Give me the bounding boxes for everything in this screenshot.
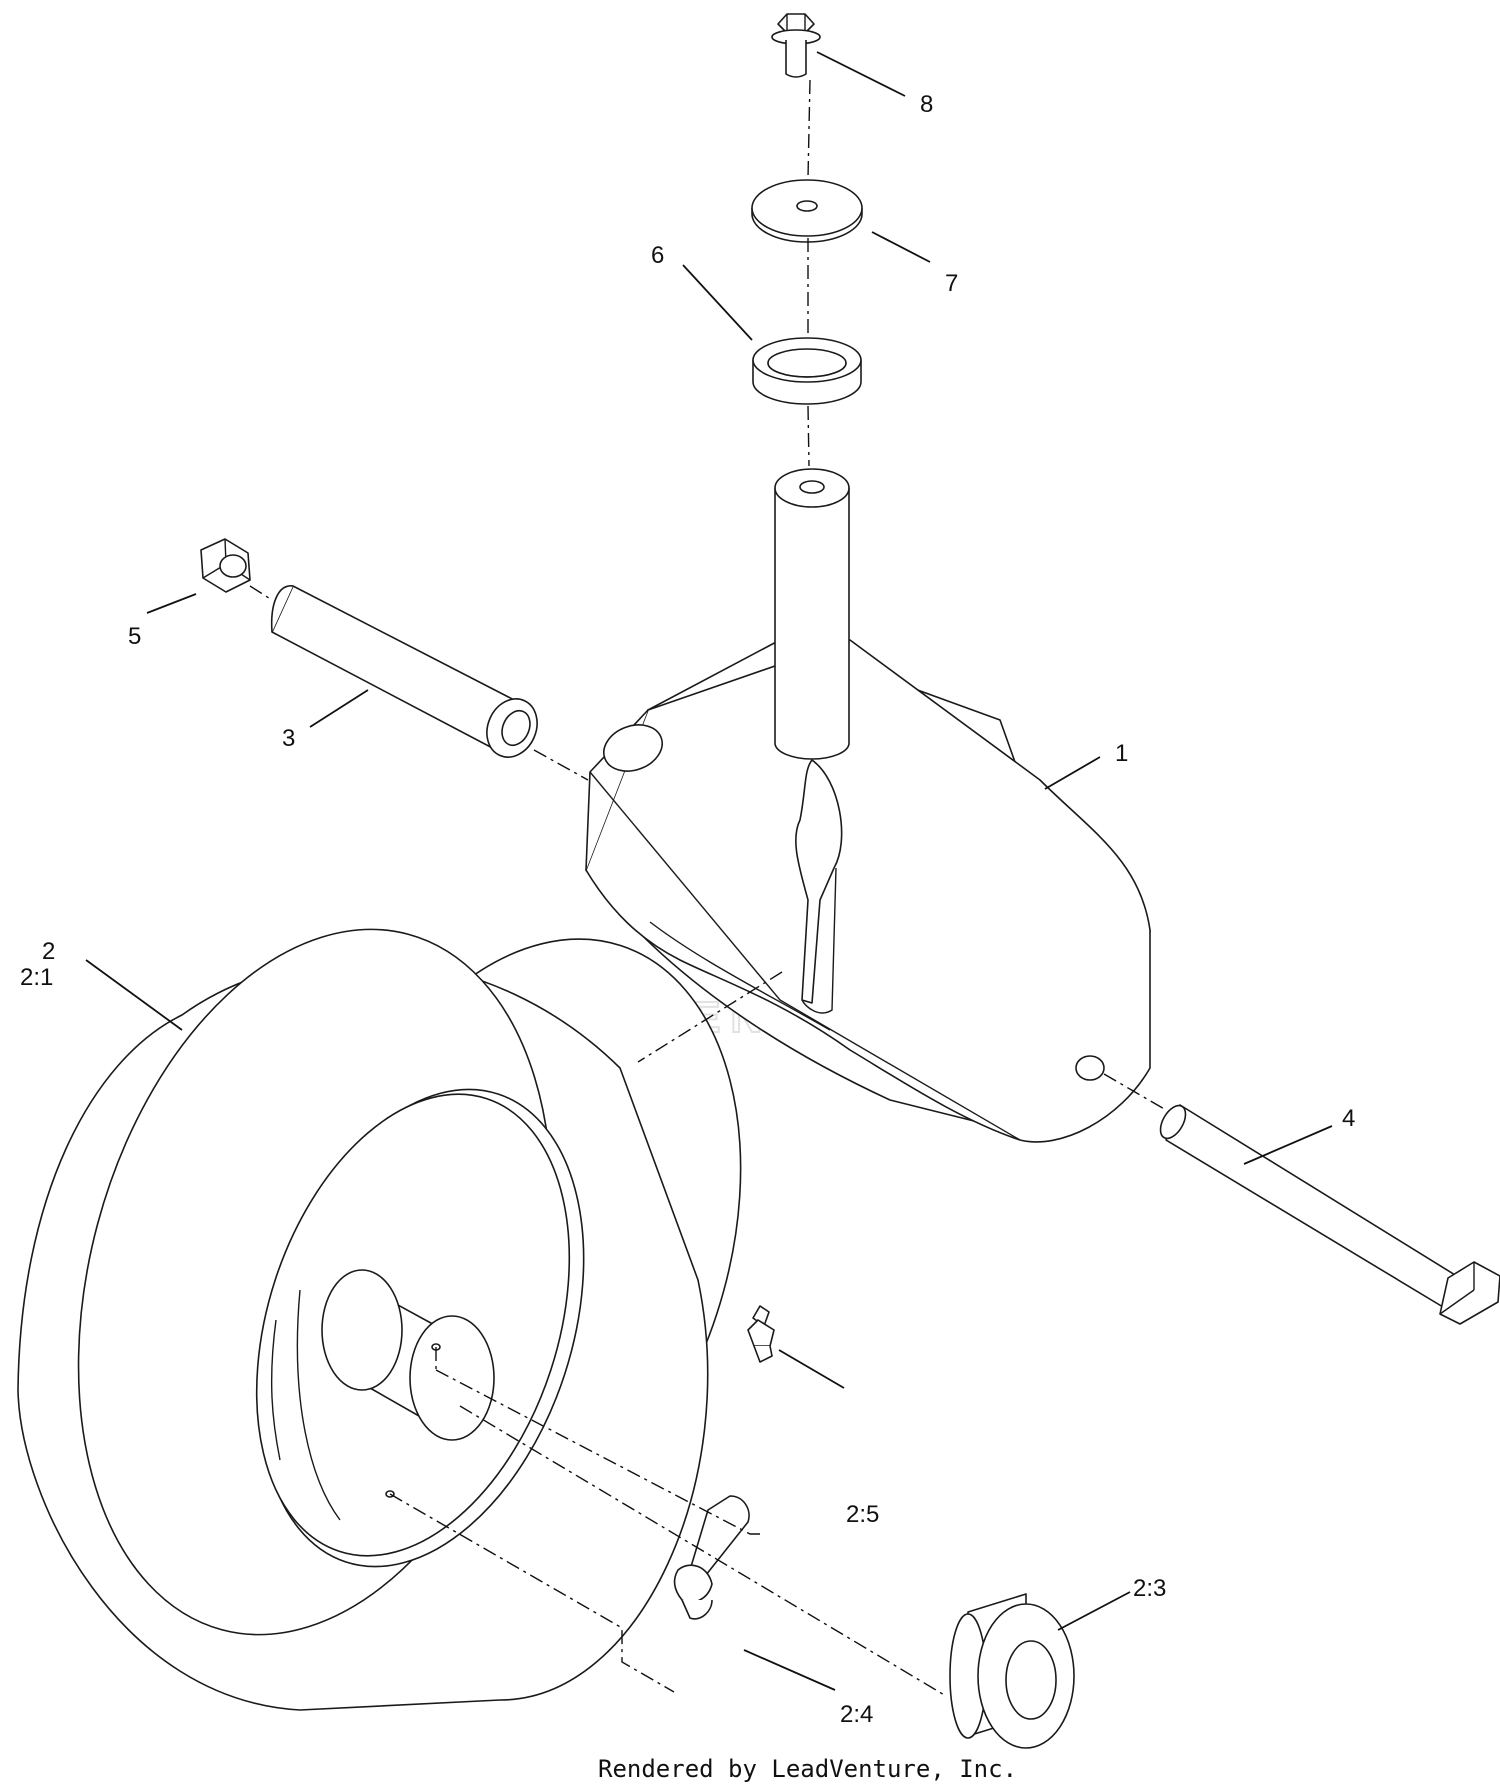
callout-2-4: 2:4 <box>840 1701 873 1728</box>
callout-2-3: 2:3 <box>1133 1575 1166 1602</box>
part-2-5-grease-fitting <box>747 1305 775 1363</box>
part-7-flat-washer <box>751 179 863 243</box>
part-1-caster-fork <box>585 468 1151 1143</box>
callout-6: 6 <box>651 242 664 269</box>
callout-8: 8 <box>920 91 933 118</box>
part-6-bushing <box>752 337 862 405</box>
part-2-wheel-assembly <box>17 928 742 1711</box>
callout-4: 4 <box>1342 1105 1355 1132</box>
callout-2-5: 2:5 <box>846 1501 879 1528</box>
callout-labels: 8 7 6 5 3 1 2 2:1 4 2:5 2:3 2:4 <box>20 91 1355 1728</box>
callout-3: 3 <box>282 725 295 752</box>
part-8-flange-bolt <box>771 13 821 78</box>
leader-lines <box>85 51 1333 1691</box>
part-4-axle-bolt <box>1159 1104 1500 1325</box>
callout-1: 1 <box>1115 740 1128 767</box>
assembly-axis-lines <box>249 79 1167 1697</box>
footer-credit: Rendered by LeadVenture, Inc. <box>598 1755 1017 1783</box>
callout-5: 5 <box>128 623 141 650</box>
part-3-spacer-tube <box>270 585 538 758</box>
part-2-4-valve-stem <box>673 1495 750 1620</box>
part-5-lock-nut <box>200 538 251 593</box>
callout-2: 2 <box>42 938 55 965</box>
callout-7: 7 <box>945 270 958 297</box>
part-2-3-bearing <box>949 1593 1075 1749</box>
callout-2-1: 2:1 <box>20 964 53 991</box>
